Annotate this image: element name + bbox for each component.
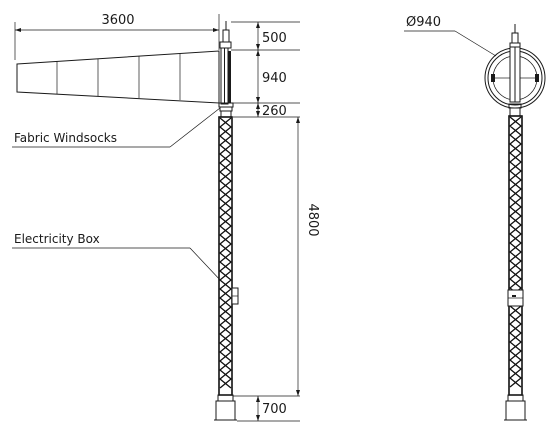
dim-text-940: 940	[262, 71, 287, 86]
front-view-collar	[508, 103, 522, 117]
electricity-box-side	[231, 287, 239, 305]
windsock-cone	[16, 50, 220, 104]
label-fabric-windsocks: Fabric Windsocks	[14, 131, 117, 145]
dim-text-4800: 4800	[305, 203, 320, 236]
dim-text-500: 500	[262, 31, 287, 46]
dimension-ring-diameter: Ø940	[404, 15, 497, 57]
electricity-box-front	[507, 289, 524, 307]
front-view-ring	[484, 46, 546, 109]
front-view-base	[504, 394, 527, 421]
dim-text-3600: 3600	[101, 13, 134, 28]
lattice-bracing-cross	[508, 116, 523, 388]
collar	[218, 102, 234, 118]
dimension-windsock-length: 3600	[14, 13, 220, 60]
pole-base	[214, 394, 237, 421]
mast-top	[219, 21, 232, 105]
dim-text-ring-diameter: Ø940	[406, 15, 441, 30]
lattice-bracing	[218, 117, 233, 389]
dimension-stack: 500 940 260 4800 700	[231, 21, 320, 422]
front-view-mast-top	[509, 24, 521, 48]
front-view-lattice-pole	[508, 115, 523, 396]
lattice-bracing-cross	[218, 117, 233, 389]
dim-text-700: 700	[262, 402, 287, 417]
callout-fabric-windsocks: Fabric Windsocks	[12, 107, 221, 148]
label-electricity-box: Electricity Box	[14, 232, 100, 246]
lattice-bracing	[508, 116, 523, 388]
dim-text-260: 260	[262, 104, 287, 119]
lattice-pole	[218, 116, 233, 396]
callout-electricity-box: Electricity Box	[12, 232, 223, 283]
